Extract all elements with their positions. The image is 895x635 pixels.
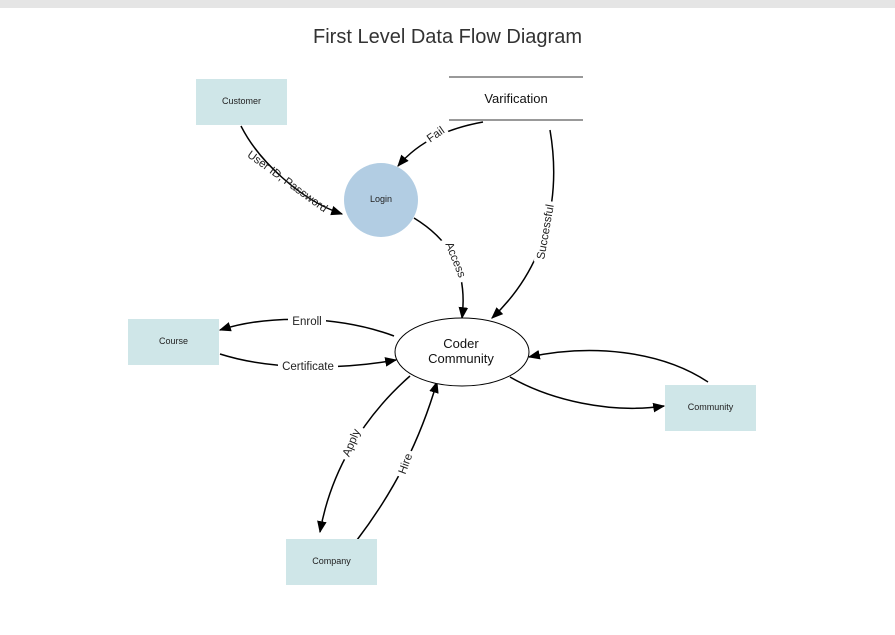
svg-text:Access: Access [442,241,467,280]
edge-label-certificate: Certificate [282,361,334,373]
course-label: Course [159,336,188,346]
coder-community-label-line1: Coder [443,336,479,351]
edge-successful: Successful [491,129,559,319]
edge-hire: Hire [356,380,439,541]
edge-apply: Apply [317,375,411,534]
edge-label-access: Access [442,241,467,280]
svg-text:Community: Community [688,402,734,412]
svg-text:Certificate: Certificate [282,361,334,373]
course-entity[interactable]: Course [128,319,219,365]
coder-community-process[interactable]: Coder Community [394,317,530,387]
company-entity[interactable]: Company [286,539,377,585]
edge-label-successful: Successful [535,204,556,261]
svg-text:Successful: Successful [535,204,556,261]
edge-community-out [509,376,666,413]
svg-text:Course: Course [159,336,188,346]
customer-entity[interactable]: Customer [196,79,287,125]
svg-text:Coder: Coder [443,336,479,351]
edge-enroll: Enroll [218,314,395,337]
svg-text:Enroll: Enroll [292,316,321,328]
svg-text:Community: Community [428,351,494,366]
svg-text:Varification: Varification [484,91,547,106]
svg-text:Login: Login [370,194,392,204]
community-label: Community [688,402,734,412]
svg-text:Company: Company [312,556,351,566]
edge-label-enroll: Enroll [292,316,321,328]
community-entity[interactable]: Community [665,385,756,431]
verification-label: Varification [484,91,547,106]
edge-access: Access [413,217,471,320]
svg-text:Apply: Apply [341,427,363,458]
edge-fail: Fail [397,121,484,167]
edge-user-id-password: User ID, Password [240,125,344,216]
edge-certificate: Certificate [219,353,398,374]
login-label: Login [370,194,392,204]
svg-text:User ID, Password: User ID, Password [245,149,330,215]
diagram-title: First Level Data Flow Diagram [313,26,582,48]
svg-text:Customer: Customer [222,96,261,106]
edge-label-apply: Apply [341,427,363,458]
verification-datastore[interactable]: Varification [449,76,583,121]
customer-label: Customer [222,96,261,106]
coder-community-label-line2: Community [428,351,494,366]
company-label: Company [312,556,351,566]
login-process[interactable]: Login [344,163,418,237]
edge-community-in [527,349,709,383]
edge-label-user-id-password: User ID, Password [245,149,330,215]
top-bar [0,0,895,8]
